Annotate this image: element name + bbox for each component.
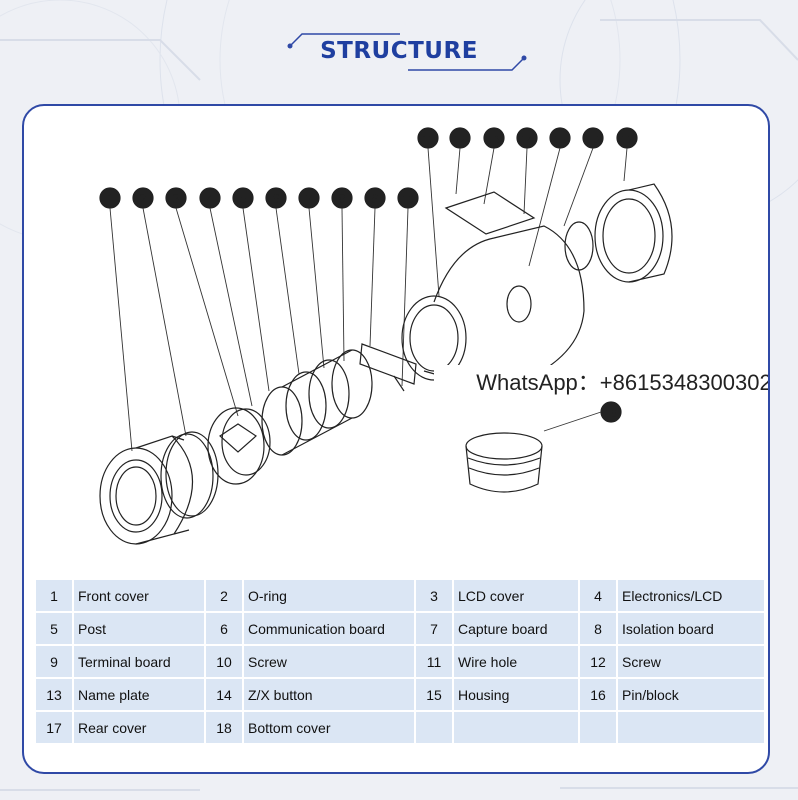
part-name: O-ring xyxy=(242,578,416,613)
part-number: 2 xyxy=(204,578,244,613)
page-title: STRUCTURE xyxy=(320,38,478,64)
callout-5: 5 xyxy=(232,187,254,209)
callout-6: 6 xyxy=(265,187,287,209)
callout-label: 11 xyxy=(422,132,434,146)
part-number: 14 xyxy=(204,677,244,712)
name-plate-part xyxy=(444,191,536,235)
part-name: Pin/block xyxy=(616,677,766,712)
part-name: Screw xyxy=(242,644,416,679)
part-number: 16 xyxy=(578,677,618,712)
callout-8: 8 xyxy=(331,187,353,209)
part-number: 3 xyxy=(414,578,454,613)
callout-label: 13 xyxy=(488,132,500,146)
part-name: Terminal board xyxy=(72,644,206,679)
callout-18: 18 xyxy=(600,401,622,423)
part-name: Isolation board xyxy=(616,611,766,646)
part-name: Bottom cover xyxy=(242,710,416,745)
part-number: 7 xyxy=(414,611,454,646)
callout-label: 17 xyxy=(621,132,633,146)
pin-block-part xyxy=(564,221,594,271)
part-number: 11 xyxy=(414,644,454,679)
table-row: 13 Name plate 14 Z/X button 15 Housing 1… xyxy=(34,677,766,712)
parts-table: 1 Front cover 2 O-ring 3 LCD cover 4 Ele… xyxy=(34,578,766,745)
part-name: Electronics/LCD xyxy=(616,578,766,613)
callout-label: 3 xyxy=(173,192,180,207)
part-number: 4 xyxy=(578,578,618,613)
part-number: 6 xyxy=(204,611,244,646)
callout-16: 16 xyxy=(582,127,604,149)
part-name: Name plate xyxy=(72,677,206,712)
part-name: Wire hole xyxy=(452,644,580,679)
callout-label: 15 xyxy=(554,132,566,146)
callout-9: 9 xyxy=(364,187,386,209)
callout-label: 16 xyxy=(587,132,599,146)
callout-12: 12 xyxy=(449,127,471,149)
table-row: 9 Terminal board 10 Screw 11 Wire hole 1… xyxy=(34,644,766,679)
callout-4: 4 xyxy=(199,187,221,209)
callout-2: 2 xyxy=(132,187,154,209)
part-number: 10 xyxy=(204,644,244,679)
exploded-view-drawing: 1 2 3 4 5 6 7 8 9 10 11 12 13 14 15 16 1… xyxy=(99,127,673,545)
part-name: Capture board xyxy=(452,611,580,646)
part-name: Rear cover xyxy=(72,710,206,745)
callout-label: 8 xyxy=(339,192,346,207)
bottom-cover-part xyxy=(465,432,543,493)
part-name xyxy=(452,710,580,745)
part-number: 5 xyxy=(34,611,74,646)
callout-label: 4 xyxy=(207,192,214,207)
part-name: Communication board xyxy=(242,611,416,646)
callout-label: 2 xyxy=(140,192,147,207)
part-name: Z/X button xyxy=(242,677,416,712)
part-number: 17 xyxy=(34,710,74,745)
part-number: 8 xyxy=(578,611,618,646)
callout-10: 10 xyxy=(397,187,419,209)
part-number: 15 xyxy=(414,677,454,712)
boards-stack xyxy=(261,349,373,456)
callout-13: 13 xyxy=(483,127,505,149)
callout-label: 1 xyxy=(107,192,114,207)
table-row: 5 Post 6 Communication board 7 Capture b… xyxy=(34,611,766,646)
callout-15: 15 xyxy=(549,127,571,149)
callout-label: 7 xyxy=(306,192,313,207)
whatsapp-contact-overlay: WhatsApp：+8615348300302 xyxy=(434,365,768,401)
callout-label: 5 xyxy=(240,192,247,207)
part-number: 18 xyxy=(204,710,244,745)
part-number xyxy=(578,710,618,745)
callout-17: 17 xyxy=(616,127,638,149)
callout-markers: 1 2 3 4 5 6 7 8 9 10 11 12 13 14 15 16 1… xyxy=(99,127,638,423)
part-number: 12 xyxy=(578,644,618,679)
callout-label: 6 xyxy=(273,192,280,207)
table-row: 17 Rear cover 18 Bottom cover xyxy=(34,710,766,745)
part-name: LCD cover xyxy=(452,578,580,613)
rear-cover-part xyxy=(594,183,673,283)
front-cover-part xyxy=(99,435,194,545)
part-number xyxy=(414,710,454,745)
callout-7: 7 xyxy=(298,187,320,209)
part-name: Front cover xyxy=(72,578,206,613)
callout-11: 11 xyxy=(417,127,439,149)
part-name: Screw xyxy=(616,644,766,679)
callout-label: 9 xyxy=(372,192,379,207)
part-number: 9 xyxy=(34,644,74,679)
callout-label: 12 xyxy=(454,132,466,146)
callout-1: 1 xyxy=(99,187,121,209)
o-ring-part xyxy=(160,431,219,519)
terminal-board-part xyxy=(359,343,417,392)
leader-lines xyxy=(109,147,628,452)
part-number: 13 xyxy=(34,677,74,712)
part-name: Housing xyxy=(452,677,580,712)
part-name: Post xyxy=(72,611,206,646)
callout-label: 10 xyxy=(402,192,414,206)
callout-label: 14 xyxy=(521,132,533,146)
callout-14: 14 xyxy=(516,127,538,149)
part-name xyxy=(616,710,766,745)
callout-label: 18 xyxy=(605,406,617,420)
part-number: 1 xyxy=(34,578,74,613)
callout-3: 3 xyxy=(165,187,187,209)
lcd-cover-part xyxy=(207,407,271,485)
table-row: 1 Front cover 2 O-ring 3 LCD cover 4 Ele… xyxy=(34,578,766,613)
